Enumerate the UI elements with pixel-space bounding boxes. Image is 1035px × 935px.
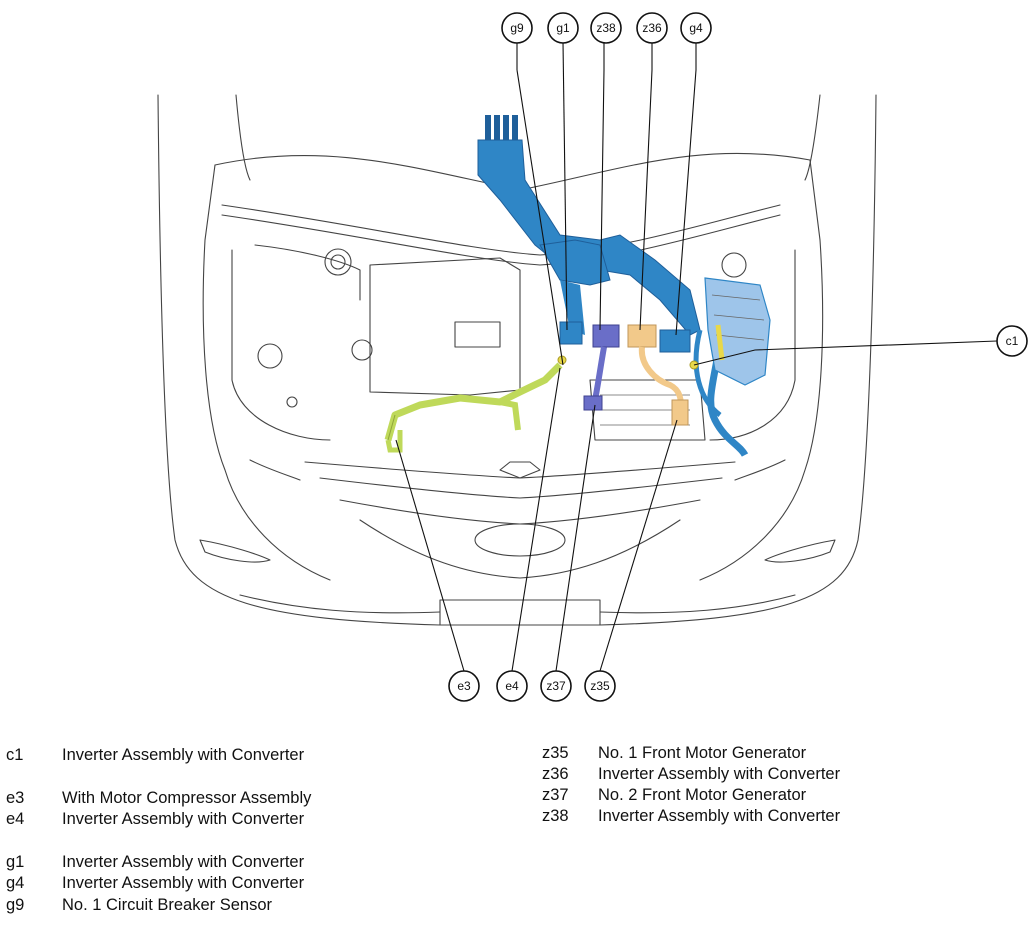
harness-tan	[627, 324, 689, 426]
legend-code: g4	[6, 874, 25, 892]
legend-code: z37	[542, 786, 569, 804]
svg-text:z35: z35	[590, 679, 610, 693]
legend-label: Inverter Assembly with Converter	[598, 807, 841, 825]
legend-code: z36	[542, 765, 569, 783]
svg-text:e3: e3	[457, 679, 471, 693]
harness-purple	[583, 324, 620, 411]
harness-yellow	[557, 324, 725, 370]
svg-text:g1: g1	[556, 21, 570, 35]
callout-e3: e3	[448, 670, 480, 702]
callout-z36: z36	[636, 12, 668, 44]
svg-text:z36: z36	[642, 21, 662, 35]
callout-e4: e4	[496, 670, 528, 702]
legend-code: g9	[6, 896, 25, 914]
legend-code: e3	[6, 789, 25, 807]
legend-label: Inverter Assembly with Converter	[598, 765, 841, 783]
svg-text:g4: g4	[689, 21, 703, 35]
legend-label: Inverter Assembly with Converter	[62, 853, 305, 871]
leader-lines	[395, 41, 998, 672]
legend-label: Inverter Assembly with Converter	[62, 810, 305, 828]
legend-code: z38	[542, 807, 569, 825]
legend-right: z35 No. 1 Front Motor Generator z36 Inve…	[542, 743, 1022, 843]
legend-code: c1	[6, 746, 24, 764]
callout-g1: g1	[547, 12, 579, 44]
engine-bay-diagram: g9 g1 z38 z36 g4 c1 e3 e4 z37 z35	[157, 12, 1028, 702]
svg-text:z37: z37	[546, 679, 566, 693]
callout-z37: z37	[540, 670, 572, 702]
callout-g9: g9	[501, 12, 533, 44]
svg-text:z38: z38	[596, 21, 616, 35]
callout-c1: c1	[996, 325, 1028, 357]
legend-code: z35	[542, 744, 569, 762]
harness-green	[384, 362, 563, 453]
svg-text:e4: e4	[505, 679, 519, 693]
legend-label: With Motor Compressor Assembly	[62, 789, 312, 807]
svg-text:c1: c1	[1006, 334, 1019, 348]
legend-label: No. 1 Circuit Breaker Sensor	[62, 896, 272, 914]
legend-code: g1	[6, 853, 25, 871]
legend-label: Inverter Assembly with Converter	[62, 746, 305, 764]
inverter-assembly	[704, 277, 771, 386]
legend-label: Inverter Assembly with Converter	[62, 874, 305, 892]
legend-label: No. 1 Front Motor Generator	[598, 744, 807, 762]
legend-left: c1 Inverter Assembly with Converter e3 W…	[6, 745, 506, 925]
callout-z38: z38	[590, 12, 622, 44]
callout-z35: z35	[584, 670, 616, 702]
svg-text:g9: g9	[510, 21, 524, 35]
callout-g4: g4	[680, 12, 712, 44]
legend-code: e4	[6, 810, 25, 828]
legend-label: No. 2 Front Motor Generator	[598, 786, 807, 804]
